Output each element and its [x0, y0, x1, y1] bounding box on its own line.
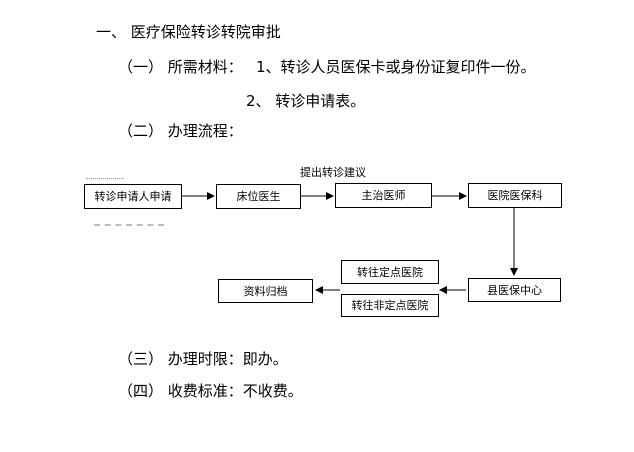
node-archive: 资料归档 [218, 279, 313, 303]
node-county-insurance-center: 县医保中心 [468, 278, 561, 302]
flowchart-note-top: 提出转诊建议 [300, 166, 366, 179]
node-designated-hospital-label: 转往定点医院 [357, 265, 423, 279]
section-heading: 一、 医疗保险转诊转院审批 [96, 23, 281, 41]
node-bed-doctor: 床位医生 [216, 184, 301, 209]
node-county-insurance-center-label: 县医保中心 [487, 283, 542, 297]
materials-label: （一） 所需材料： [118, 58, 243, 76]
process-label: （二） 办理流程： [118, 122, 243, 140]
node-chief-doctor: 主治医师 [335, 183, 432, 208]
node-hospital-insurance-dept: 医院医保科 [468, 183, 562, 208]
node-applicant: 转诊申请人申请 [84, 184, 182, 209]
node-non-designated-hospital: 转往非定点医院 [341, 294, 439, 317]
faint-line-mark [86, 178, 124, 179]
node-archive-label: 资料归档 [243, 284, 288, 298]
material-item-1: 1、转诊人员医保卡或身份证复印件一份。 [256, 58, 536, 76]
node-chief-doctor-label: 主治医师 [361, 189, 406, 202]
node-designated-hospital: 转往定点医院 [341, 260, 439, 284]
node-hospital-insurance-dept-label: 医院医保科 [487, 189, 543, 202]
faint-text-mark [94, 224, 164, 226]
node-non-designated-hospital-label: 转往非定点医院 [351, 299, 429, 312]
node-bed-doctor-label: 床位医生 [236, 190, 281, 203]
material-item-2: 2、 转诊申请表。 [246, 92, 366, 110]
node-applicant-label: 转诊申请人申请 [94, 190, 172, 203]
time-limit: （三） 办理时限：即办。 [118, 350, 288, 368]
fee-standard: （四） 收费标准：不收费。 [118, 382, 303, 400]
